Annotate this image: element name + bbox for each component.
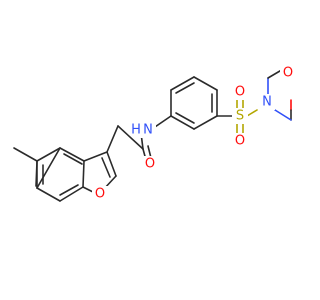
bond-s-n (246, 109, 258, 117)
sulfonyl-o-top-bg (232, 84, 248, 100)
sulfur-label: S (236, 109, 244, 124)
bond-phenyl-3 (193, 76, 218, 91)
sulfonyl-o-bottom-bg (232, 133, 248, 149)
bond-benzo-1 (59, 147, 85, 162)
morpholine-oxygen-label: O (283, 66, 293, 81)
amide-hydrogen-label: H (131, 123, 141, 138)
bond-isopropyl-to-ring (36, 147, 61, 162)
bond-benzo-2 (82, 160, 85, 188)
morpholine-o-bg (280, 65, 296, 81)
bond-furan-c3-c2-inner (101, 157, 111, 178)
bond-phenyl-2-inner (175, 82, 195, 94)
amide-oxygen-label: O (145, 157, 155, 172)
furan-oxygen-label: O (95, 187, 105, 202)
sulfonyl-oxygen-top-label: O (235, 85, 245, 100)
bond-phenyl-5 (193, 115, 218, 130)
bond-benzo-4 (36, 187, 61, 202)
bond-phenyl-2 (170, 76, 195, 91)
amide-n-bg (140, 122, 156, 138)
bond-benzo-3-inner (59, 184, 79, 196)
bond-benzo-1-inner (63, 153, 83, 165)
amide-o-bg (142, 156, 158, 172)
bond-furan-c3a-c3 (83, 151, 108, 162)
bond-phenyl-6-inner (175, 112, 195, 124)
furan-o-bg (92, 186, 108, 202)
bond-furan-c3-c2 (106, 151, 117, 177)
bond-ch2-carbonyl (117, 125, 144, 150)
bond-c3-ch2 (106, 125, 119, 153)
molecule-canvas: N H O O S O O N O (13, 65, 296, 202)
bond-benzo-3 (59, 186, 84, 202)
sulfur-bg (232, 108, 248, 124)
morpholine-nitrogen-label: N (262, 95, 272, 110)
bond-benzo-5 (36, 147, 61, 189)
bond-isopropyl-methyl-1 (13, 147, 38, 162)
bond-phenyl-6 (170, 115, 195, 130)
morpholine-n-bg (259, 94, 275, 110)
molecule-structure: N H O O S O O N O (13, 65, 296, 202)
amide-nitrogen-label: N (143, 123, 153, 138)
bond-morph-n-c4 (274, 109, 292, 121)
sulfonyl-oxygen-bottom-label: O (235, 134, 245, 149)
